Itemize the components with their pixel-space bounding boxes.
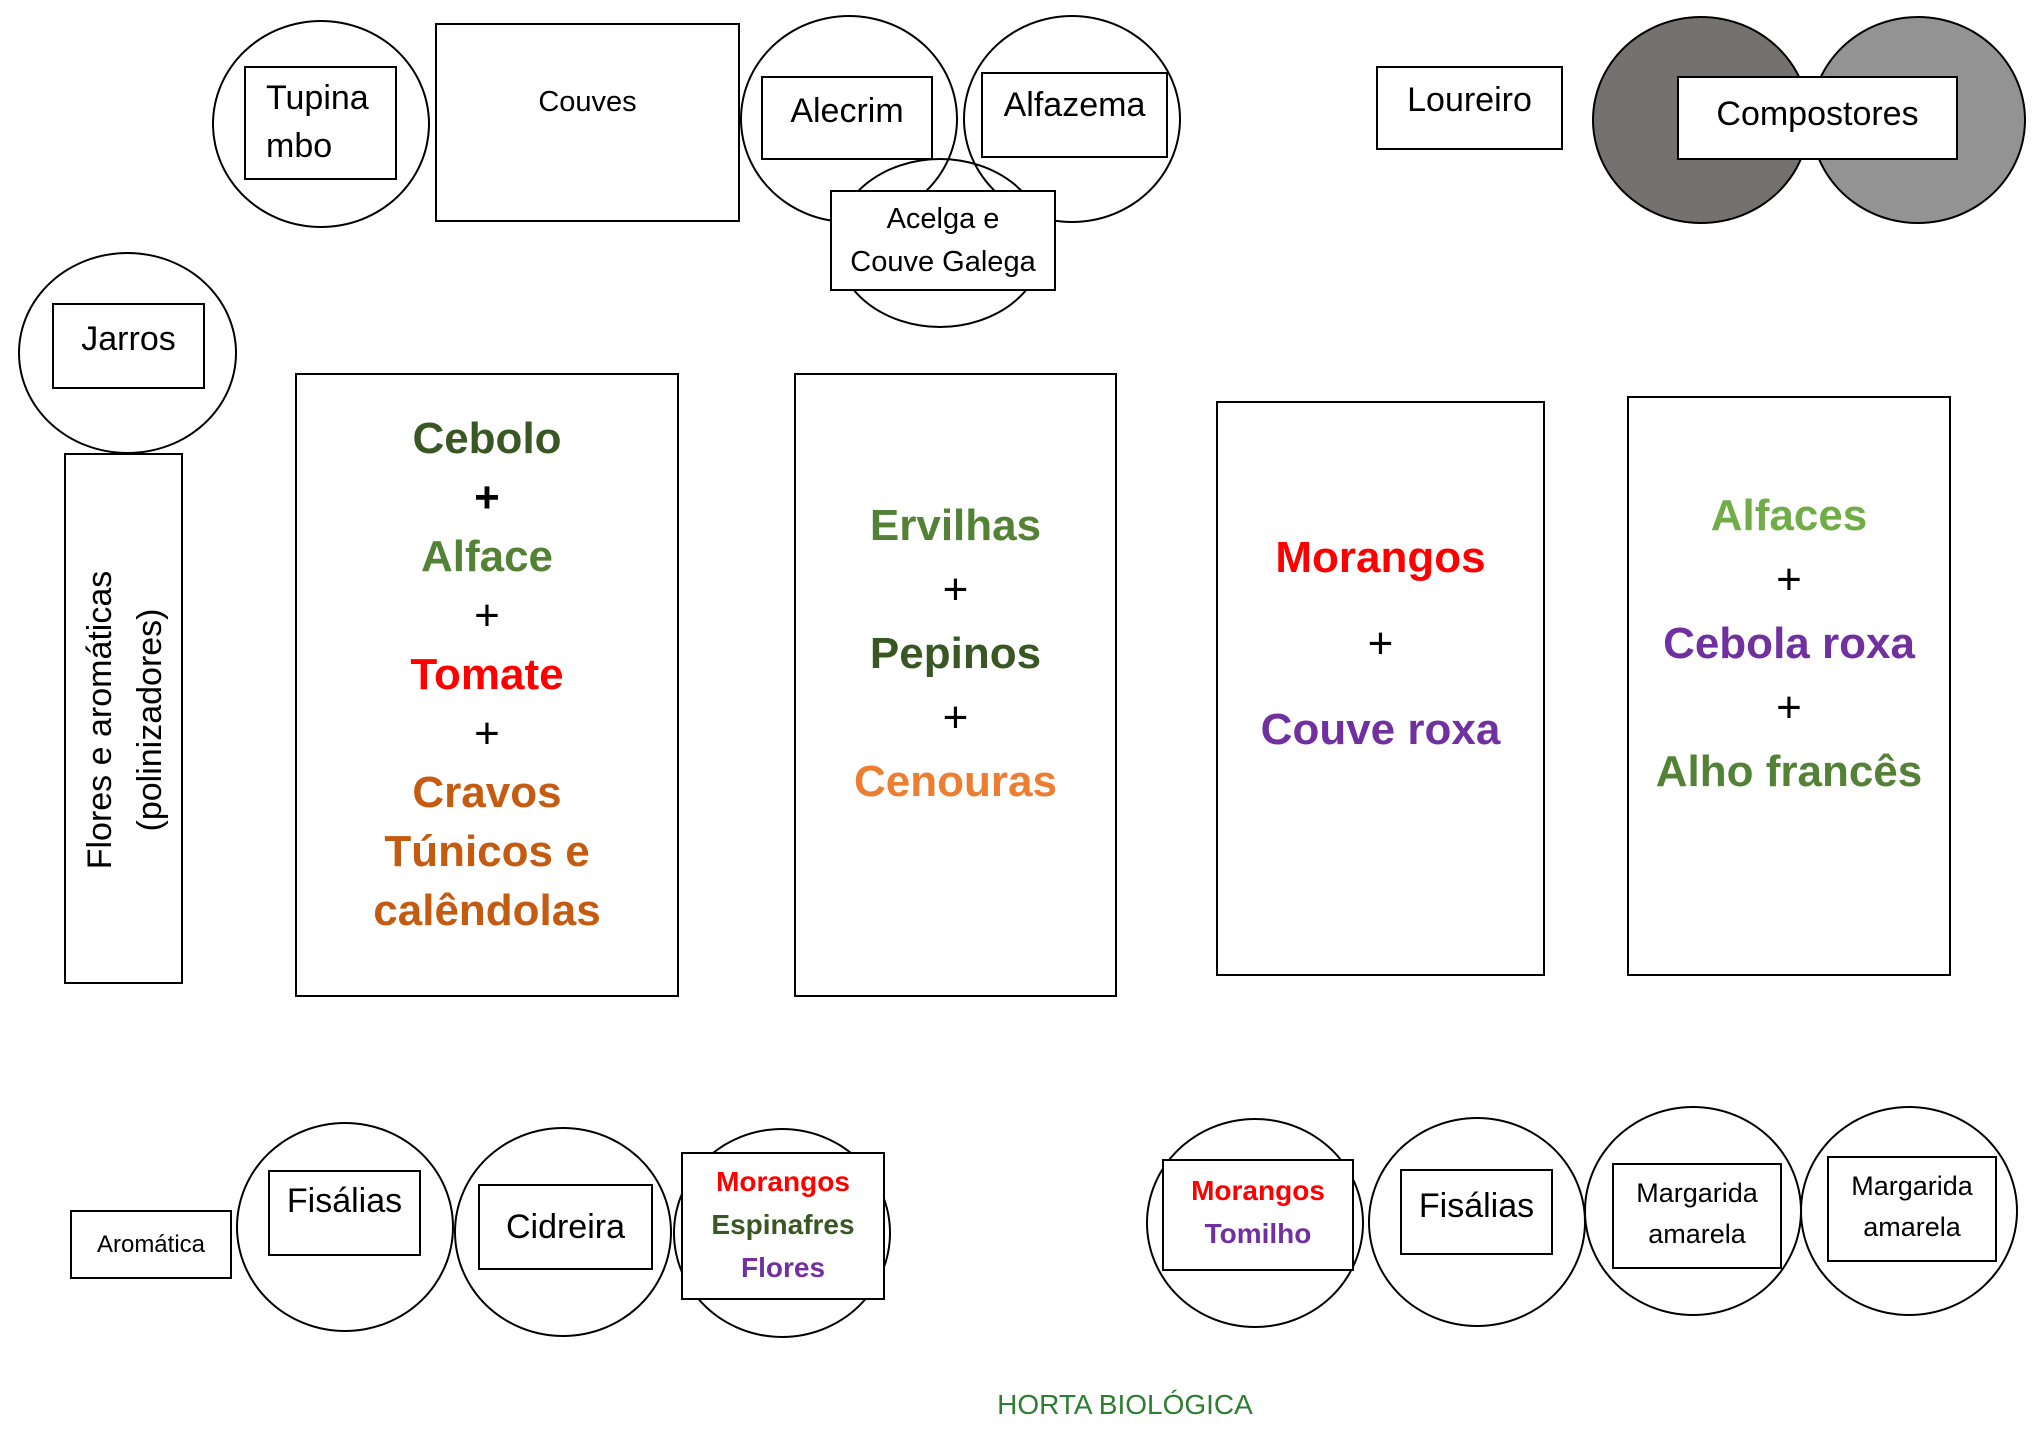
tupinambo-line-2: mbo [266, 127, 333, 165]
bed-4: Alfaces + Cebola roxa + Alho francês [1627, 396, 1951, 976]
bed1-calendolas: calêndolas [373, 885, 601, 935]
bed1-tunicos: Túnicos e [384, 826, 590, 876]
bed1-plus-1: + [474, 472, 500, 522]
couves-bed: Couves [435, 23, 740, 222]
bed1-tomate: Tomate [410, 649, 564, 699]
mix-flores: Flores [740, 1252, 826, 1283]
compostores-label-box: Compostores [1677, 76, 1958, 160]
mix-espinafres: Espinafres [711, 1209, 855, 1240]
aromatica-box: Aromática [70, 1210, 232, 1279]
morangos-tomilho-tomilho: Tomilho [1204, 1218, 1312, 1249]
bed2-plus-1: + [942, 565, 969, 614]
page-title: HORTA BIOLÓGICA [997, 1389, 1253, 1420]
alfazema-circle [963, 15, 1181, 223]
margarida-circle-2 [1800, 1106, 2018, 1316]
bed3-morangos: Morangos [1275, 532, 1486, 582]
bed4-alfaces: Alfaces [1710, 491, 1868, 540]
bed4-plus-2: + [1776, 683, 1802, 732]
morangos-tomilho-label-box: Morangos Tomilho [1162, 1159, 1354, 1271]
couves-label: Couves [538, 86, 637, 118]
loureiro-label: Loureiro [1407, 80, 1532, 119]
flores-line-1: Flores e aromáticas [81, 570, 119, 870]
fisalias-label-left: Fisálias [286, 1181, 403, 1220]
flores-aromaticas-bed: Flores e aromáticas (polinizadores) [64, 453, 183, 984]
bed2-cenouras: Cenouras [854, 757, 1057, 806]
bed4-cebola-roxa: Cebola roxa [1663, 619, 1915, 668]
fisalias-circle-left [236, 1122, 454, 1332]
bed1-plus-3: + [474, 708, 500, 758]
bed1-cravos: Cravos [412, 767, 562, 817]
bed2-ervilhas: Ervilhas [869, 501, 1042, 550]
bed1-alface: Alface [420, 531, 554, 581]
morangos-tomilho-morangos: Morangos [1191, 1175, 1325, 1206]
acelga-line-2: Couve Galega [850, 246, 1036, 278]
fisalias-label-right: Fisálias [1418, 1186, 1535, 1225]
acelga-label-box: Acelga e Couve Galega [830, 190, 1056, 291]
bed1-plus-2: + [474, 590, 500, 640]
margarida-1-line-2: amarela [1648, 1219, 1746, 1249]
jarros-label-box: Jarros [52, 303, 205, 389]
bed2-plus-2: + [942, 693, 969, 742]
aromatica-label: Aromática [96, 1230, 206, 1258]
mix-circle [673, 1128, 891, 1338]
margarida-2-line-1: Margarida [1851, 1171, 1973, 1201]
bed4-plus-1: + [1776, 555, 1802, 604]
mix-morangos: Morangos [716, 1166, 850, 1197]
alecrim-label: Alecrim [790, 91, 904, 130]
flores-line-2: (polinizadores) [131, 608, 169, 832]
loureiro-box: Loureiro [1376, 66, 1563, 150]
margarida-2-line-2: amarela [1863, 1212, 1961, 1242]
cidreira-label: Cidreira [505, 1207, 626, 1246]
bed-3: Morangos + Couve roxa [1216, 401, 1545, 976]
alecrim-label-box: Alecrim [761, 76, 933, 160]
fisalias-label-box-left: Fisálias [268, 1170, 421, 1256]
bed3-couve-roxa: Couve roxa [1260, 704, 1501, 754]
bed-2: Ervilhas + Pepinos + Cenouras [794, 373, 1117, 997]
tupinambo-label-box: Tupina mbo [244, 66, 397, 180]
margarida-1-line-1: Margarida [1636, 1178, 1758, 1208]
cidreira-circle [454, 1127, 672, 1337]
alfazema-label: Alfazema [1003, 85, 1146, 124]
bed4-alho-frances: Alho francês [1655, 747, 1923, 796]
cidreira-label-box: Cidreira [478, 1184, 653, 1270]
tupinambo-circle [212, 20, 430, 228]
bed1-cebolo: Cebolo [412, 413, 562, 463]
margarida-label-box-1: Margarida amarela [1612, 1163, 1782, 1269]
margarida-label-box-2: Margarida amarela [1827, 1156, 1997, 1262]
compostores-label: Compostores [1716, 94, 1919, 133]
acelga-line-1: Acelga e [886, 203, 1000, 235]
jarros-label: Jarros [81, 319, 176, 358]
morangos-tomilho-circle [1146, 1118, 1364, 1328]
bed-1: Cebolo + Alface + Tomate + Cravos Túnico… [295, 373, 679, 997]
bed3-plus-1: + [1367, 618, 1394, 668]
tupinambo-line-1: Tupina [266, 79, 369, 117]
mix-label-box: Morangos Espinafres Flores [681, 1152, 885, 1300]
alfazema-label-box: Alfazema [981, 72, 1168, 158]
bed2-pepinos: Pepinos [869, 629, 1042, 678]
flores-aromaticas-label: Flores e aromáticas (polinizadores) [75, 470, 175, 970]
fisalias-label-box-right: Fisálias [1400, 1169, 1553, 1255]
